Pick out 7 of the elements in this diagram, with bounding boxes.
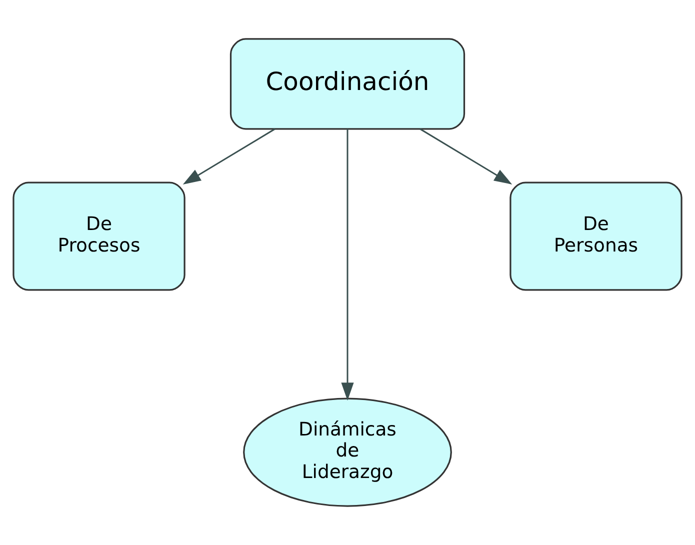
arrow	[420, 128, 512, 184]
node-box: De Procesos	[12, 182, 186, 291]
arrow	[182, 128, 276, 184]
node-box: De Personas	[510, 182, 682, 291]
node-ellipse: Dinámicas de Liderazgo	[243, 398, 452, 507]
node-box: Coordinación	[230, 38, 466, 130]
arrow	[341, 128, 354, 401]
